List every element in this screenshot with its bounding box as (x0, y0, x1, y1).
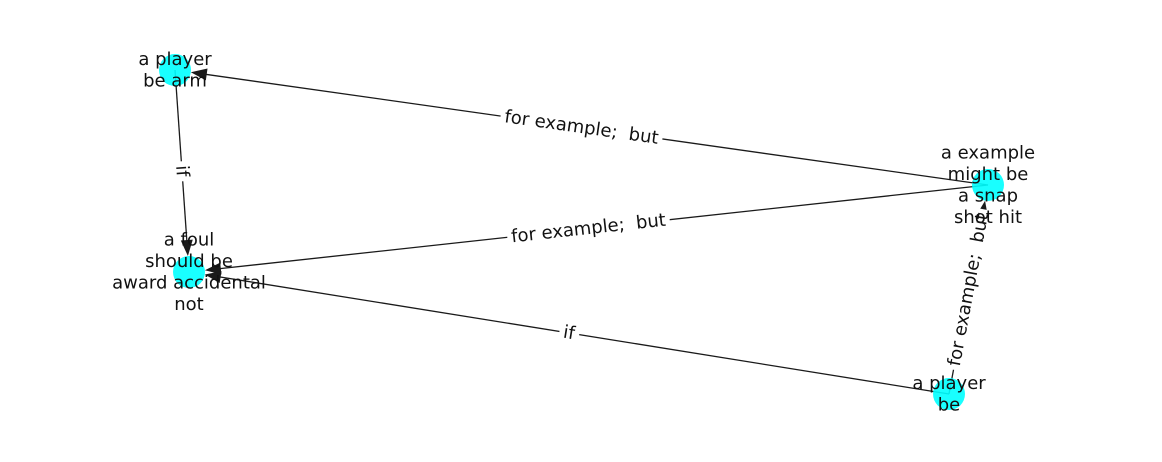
edge-label-background (499, 104, 664, 151)
arrowhead-n1-n2 (180, 239, 193, 257)
edge-line-n4-n2 (218, 276, 950, 395)
edge-label-text: for example; but (510, 210, 667, 248)
node-n4 (933, 378, 965, 410)
node-label-line: shot hit (954, 207, 1022, 228)
edge-label-background (557, 320, 582, 346)
edge-label-n3-n2: for example; but (506, 208, 671, 249)
edge-label-background (942, 207, 995, 372)
node-label-line: not (174, 294, 203, 315)
edge-label-n1-n2: if (169, 160, 195, 183)
node-label-line: be arm (143, 70, 207, 91)
edge-label-text: if (171, 165, 193, 178)
edge-label-background (169, 160, 195, 183)
node-label-line: award accidental (112, 272, 266, 293)
node-label-line: be (938, 394, 961, 415)
edge-label-text: for example; but (944, 211, 993, 368)
nodes-layer (159, 54, 1004, 410)
edge-line-n1-n2 (174, 69, 188, 243)
node-n2 (173, 256, 205, 288)
node-n3 (972, 169, 1004, 201)
node-n1 (159, 54, 191, 86)
arrowhead-n4-n2 (204, 271, 222, 283)
edge-label-text: if (562, 322, 577, 345)
arrowhead-n3-n1 (190, 68, 208, 81)
edge-label-n4-n3: for example; but (942, 207, 995, 372)
node-label-line: a player (912, 373, 986, 394)
node-label-line: a snap (958, 185, 1018, 206)
edge-label-text: for example; but (503, 106, 660, 149)
node-label-line: a foul (164, 229, 215, 250)
edge-label-background (506, 208, 671, 249)
node-label-line: should be (145, 251, 233, 272)
edge-label-n4-n2: if (557, 320, 582, 346)
node-label-line: might be (948, 164, 1029, 185)
node-label-line: a player (138, 49, 212, 70)
node-label-line: a example (941, 142, 1035, 163)
edge-labels-layer: for example; but if for example; but if for … (169, 104, 995, 372)
arrowhead-n3-n2 (204, 262, 222, 275)
edge-label-n3-n1: for example; but (499, 104, 664, 151)
